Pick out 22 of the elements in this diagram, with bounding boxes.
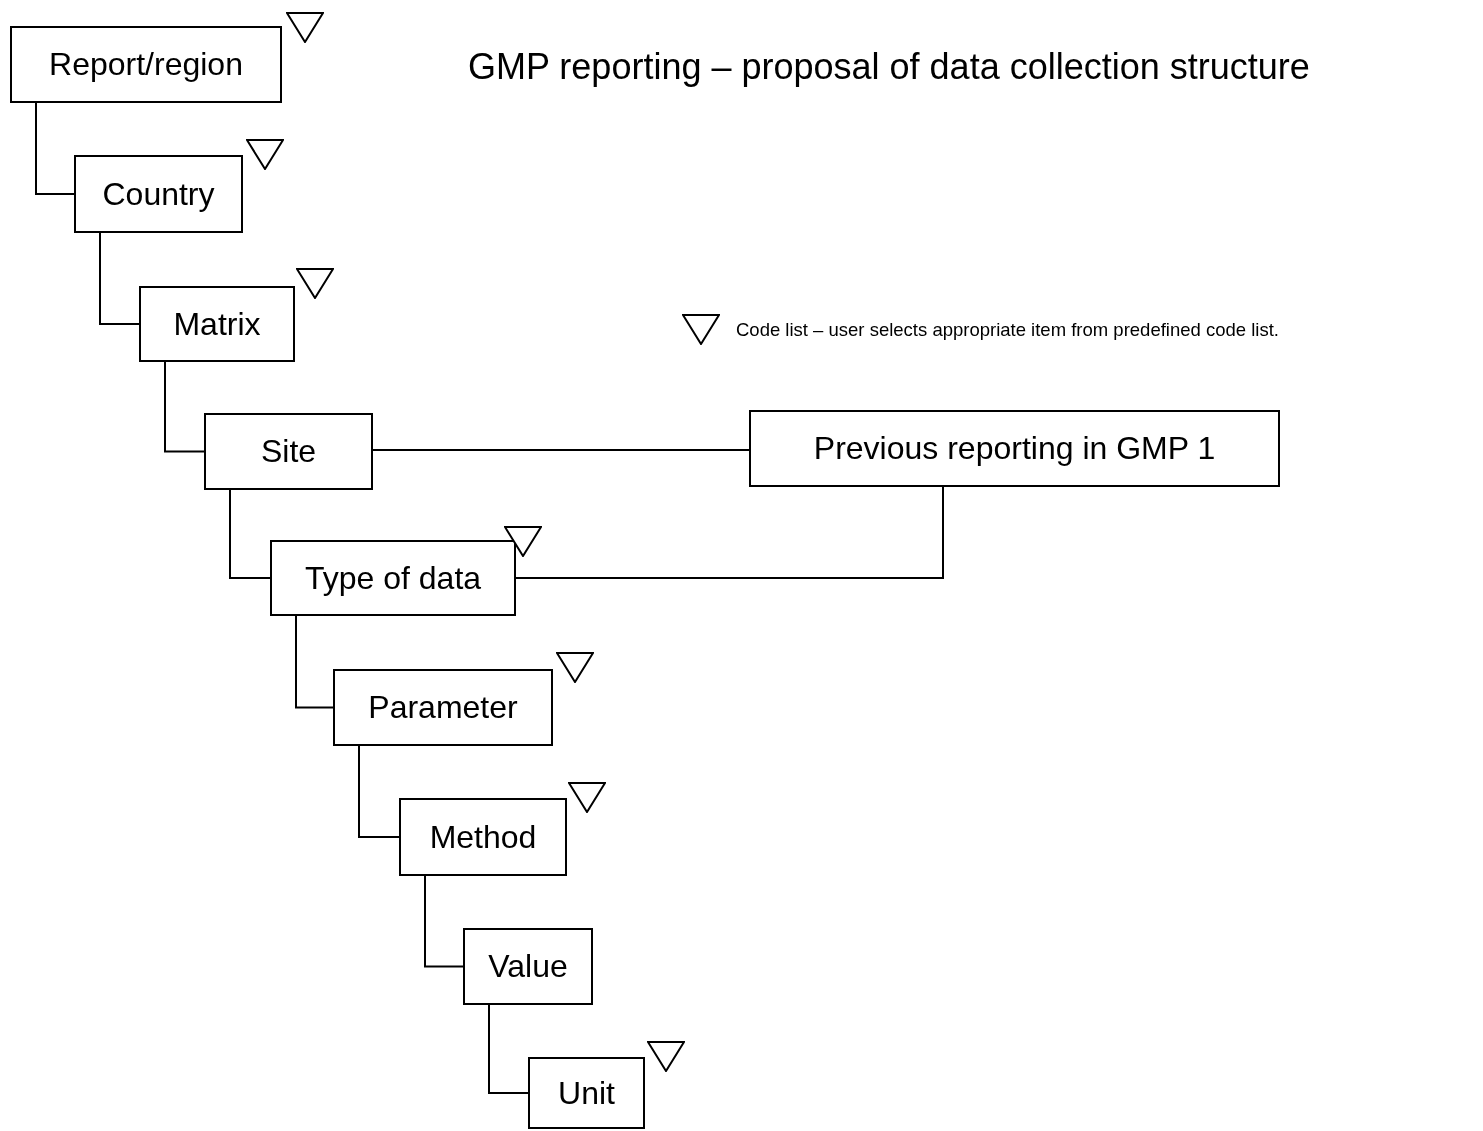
connector-line (488, 1004, 529, 1094)
connector-line (358, 745, 400, 838)
field-box: Method (399, 798, 567, 876)
field-box: Matrix (139, 286, 295, 362)
field-box: Unit (528, 1057, 645, 1129)
connector-line (229, 489, 271, 579)
field-box: Country (74, 155, 243, 233)
title: GMP reporting – proposal of data collection structure (468, 46, 1310, 88)
connector-line (372, 449, 750, 451)
field-box: Site (204, 413, 373, 490)
connector-line (164, 361, 205, 453)
field-box: Parameter (333, 669, 553, 746)
field-box: Previous reporting in GMP 1 (749, 410, 1280, 487)
connector-line (424, 875, 464, 968)
connector-line (35, 102, 75, 195)
connector-line (295, 615, 334, 709)
connector-line (515, 486, 944, 579)
field-box: Type of data (270, 540, 516, 616)
connector-line (99, 232, 140, 325)
legend-text: Code list – user selects appropriate item from predefined code list. (736, 318, 1279, 341)
field-box: Value (463, 928, 593, 1005)
field-box: Report/region (10, 26, 282, 103)
